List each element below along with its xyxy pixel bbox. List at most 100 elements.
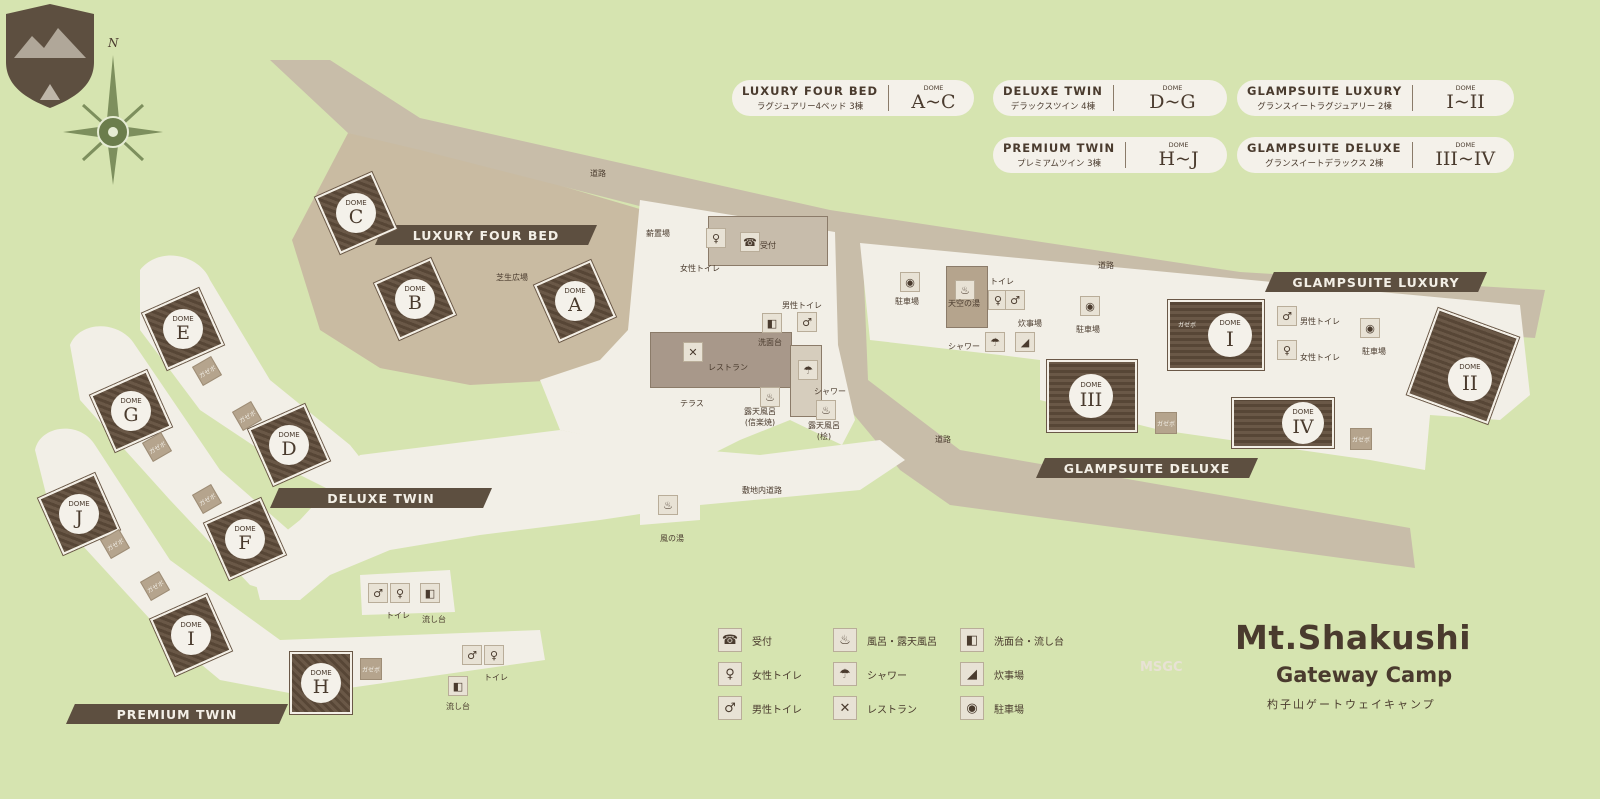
pill-count: 2棟 [1378, 102, 1392, 112]
legend-cooking: ◢炊事場 [960, 662, 1024, 686]
mens-toilet-label: 男性トイレ [782, 301, 822, 310]
road-label: 道路 [1098, 261, 1114, 270]
parking-label: 駐車場 [1362, 347, 1386, 356]
washstand-icon: ◧ [448, 676, 468, 696]
pill-jp: グランスイートデラックス [1265, 159, 1367, 169]
legend-label: 受付 [752, 636, 772, 648]
firewood-label: 薪置場 [646, 229, 670, 238]
parking-icon: ◉ [900, 272, 920, 292]
banner-luxury-four-bed: LUXURY FOUR BED [375, 225, 597, 245]
gazebo: ガゼボ [360, 658, 382, 680]
pill-dome-label: DOME [1168, 141, 1189, 149]
shower-label: シャワー [948, 342, 980, 351]
restaurant-icon: ✕ [683, 342, 703, 362]
mens-toilet-icon: ♂ [718, 696, 742, 720]
kaze-no-yu-label: 風の湯 [660, 534, 684, 543]
parking-label: 駐車場 [1076, 325, 1100, 334]
road-label: 道路 [590, 169, 606, 178]
dome-label: DOME [1292, 408, 1314, 416]
brand-title: Mt.Shakushi [1235, 618, 1472, 657]
pill-dome-label: DOME [1455, 141, 1476, 149]
womens-toilet-icon: ♀ [484, 645, 504, 665]
pill-name: GLAMPSUITE DELUXE [1247, 141, 1402, 155]
pill-name: DELUXE TWIN [1003, 84, 1103, 98]
msgc-badge-logo [6, 4, 94, 108]
dome-letter: A [568, 294, 582, 316]
shower-icon: ☂ [833, 662, 857, 686]
bath-icon: ♨ [816, 400, 836, 420]
pill-range: III~IV [1435, 148, 1496, 170]
site-inner-road [250, 430, 905, 600]
washstand-label: 洗面台 [758, 338, 782, 347]
dome-letter: I [187, 628, 195, 650]
pill-dome-label: DOME [1455, 84, 1476, 92]
legend-womens-toilet: ♀女性トイレ [718, 662, 802, 686]
badge-text: MSGC [1140, 660, 1183, 675]
washstand-icon: ◧ [762, 313, 782, 333]
pill-name: GLAMPSUITE LUXURY [1247, 84, 1403, 98]
pill-jp: グランスイートラグジュアリー [1257, 102, 1376, 112]
womens-toilet-icon: ♀ [718, 662, 742, 686]
legend-label: 洗面台・流し台 [994, 636, 1064, 648]
cooking-label: 炊事場 [1018, 319, 1042, 328]
womens-toilet-icon: ♀ [390, 583, 410, 603]
dome-letter: B [408, 292, 422, 314]
pill-count: 4棟 [1081, 102, 1096, 112]
womens-toilet-icon: ♀ [1277, 340, 1297, 360]
washstand-icon: ◧ [960, 628, 984, 652]
parking-icon: ◉ [960, 696, 984, 720]
toilet-label: トイレ [990, 277, 1014, 286]
dome-label: DOME [1219, 319, 1241, 327]
brand-jp-title: 杓子山ゲートウェイキャンプ [1267, 698, 1436, 711]
dome-letter: III [1079, 389, 1103, 411]
reception-icon: ☎ [718, 628, 742, 652]
parking-label: 駐車場 [895, 297, 919, 306]
dome-letter: D [281, 438, 297, 460]
dome-letter: H [312, 676, 330, 698]
restaurant-label: レストラン [708, 363, 748, 372]
shower-label: シャワー [814, 387, 846, 396]
road-label: 道路 [935, 435, 951, 444]
legend-restaurant: ✕レストラン [833, 696, 917, 720]
mens-toilet-icon: ♂ [797, 312, 817, 332]
reception-label: 受付 [760, 241, 776, 250]
legend-label: シャワー [867, 670, 907, 682]
reception-building [708, 216, 828, 266]
dome-label: DOME [1080, 381, 1102, 389]
banner-glampsuite-luxury: GLAMPSUITE LUXURY [1265, 272, 1487, 292]
dome-letter: I [1226, 327, 1234, 351]
legend-label: 風呂・露天風呂 [867, 636, 937, 648]
bath-icon: ♨ [658, 495, 678, 515]
bath-icon: ♨ [955, 280, 975, 300]
pill-count: 2棟 [1369, 159, 1384, 169]
dome-letter: F [238, 532, 252, 554]
compass-north-label: N [108, 36, 119, 50]
legend-label: レストラン [867, 704, 917, 716]
north-compass: N [58, 36, 168, 190]
sink-label: 流し台 [422, 615, 446, 624]
parking-icon: ◉ [1080, 296, 1100, 316]
pill-dome-label: DOME [1162, 84, 1183, 92]
pill-count: 3棟 [849, 102, 864, 112]
bath-hinoki-label: 露天風呂 (桧) [808, 421, 840, 441]
mens-toilet-icon: ♂ [1277, 306, 1297, 326]
pill-range: H~J [1158, 148, 1199, 170]
banner-premium-twin: PREMIUM TWIN [66, 704, 288, 724]
legend-label: 男性トイレ [752, 704, 802, 716]
dome-letter: C [348, 206, 364, 228]
pill-count: 3棟 [1087, 159, 1102, 169]
mens-toilet-icon: ♂ [462, 645, 482, 665]
bath-icon: ♨ [760, 387, 780, 407]
gazebo: ガゼボ [1350, 428, 1372, 450]
dome-label: DOME [310, 669, 332, 677]
pill-range: D~G [1149, 91, 1196, 113]
mens-toilet-icon: ♂ [1005, 290, 1025, 310]
dome-letter: E [176, 322, 190, 344]
tenku-label: 天空の湯 [948, 299, 980, 308]
